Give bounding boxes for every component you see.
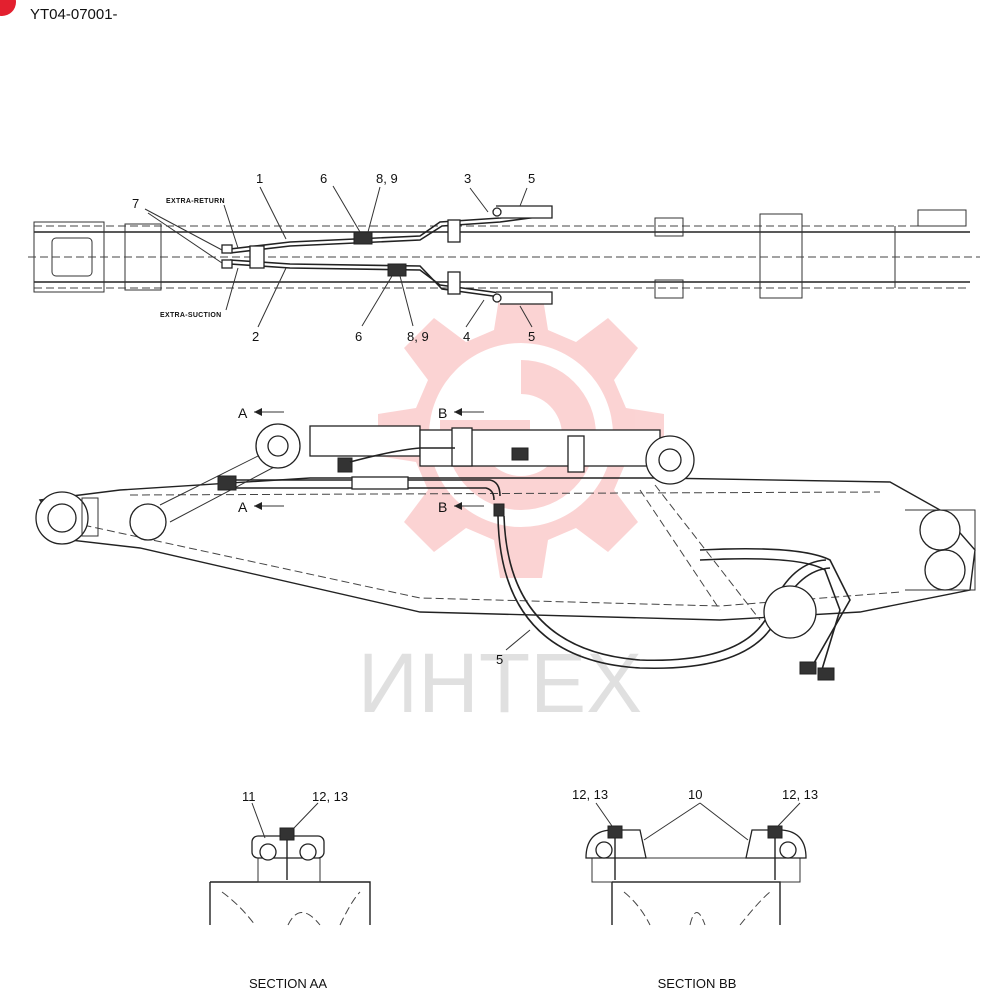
label-part-8-9-top: 8, 9: [376, 171, 398, 186]
side-view: A A B B 5: [35, 405, 976, 681]
label-part-2: 2: [252, 329, 259, 344]
boom-head-pin-low: [763, 585, 817, 639]
label-part-3: 3: [464, 171, 471, 186]
label-part-6-bottom: 6: [355, 329, 362, 344]
label-part-5-side: 5: [496, 652, 503, 667]
section-marker-b-bottom: B: [438, 499, 447, 515]
label-part-5-bottom: 5: [528, 329, 535, 344]
label-part-6-top: 6: [320, 171, 327, 186]
label-part-10: 10: [688, 787, 702, 802]
fitting-6-upper: [353, 231, 373, 245]
label-extra-return: EXTRA-RETURN: [166, 198, 225, 205]
label-part-5-top: 5: [528, 171, 535, 186]
label-part-8-9-bottom: 8, 9: [407, 329, 429, 344]
clamp-left: [249, 245, 265, 269]
section-aa: 11 12, 13 SECTION AA: [209, 789, 371, 991]
clamp-lower: [447, 271, 461, 295]
label-part-11: 11: [242, 789, 256, 804]
boom-link-pin: [129, 503, 167, 541]
section-aa-title: SECTION AA: [249, 976, 327, 991]
watermark-text: ИНТЕХ: [358, 636, 642, 730]
section-marker-a-bottom: A: [238, 499, 248, 515]
section-bb-title: SECTION BB: [658, 976, 737, 991]
section-bb: 12, 13 10 12, 13 SECTION BB: [572, 787, 818, 991]
section-marker-a-top: A: [238, 405, 248, 421]
section-marker-b-top: B: [438, 405, 447, 421]
label-part-12-13-bb-left: 12, 13: [572, 787, 608, 802]
boom-nose-pin-bottom: [924, 549, 966, 591]
corner-logo-dot: [0, 0, 16, 16]
label-part-1: 1: [256, 171, 263, 186]
top-view: 1 2 3 4 5 5 6 6 7 8, 9 8, 9 EXTRA-RETURN…: [28, 171, 980, 344]
label-part-7: 7: [132, 196, 139, 211]
drawing-code: YT04-07001-: [30, 6, 118, 23]
label-part-12-13-bb-right: 12, 13: [782, 787, 818, 802]
label-part-4: 4: [463, 329, 470, 344]
watermark: ИНТЕХ: [358, 292, 664, 730]
cylinder-rod: [309, 425, 421, 457]
clamp-upper: [447, 219, 461, 243]
fitting-6-lower: [387, 263, 407, 277]
boom-nose-pin-top: [919, 509, 961, 551]
label-part-12-13-aa: 12, 13: [312, 789, 348, 804]
label-extra-suction: EXTRA-SUCTION: [160, 312, 221, 319]
